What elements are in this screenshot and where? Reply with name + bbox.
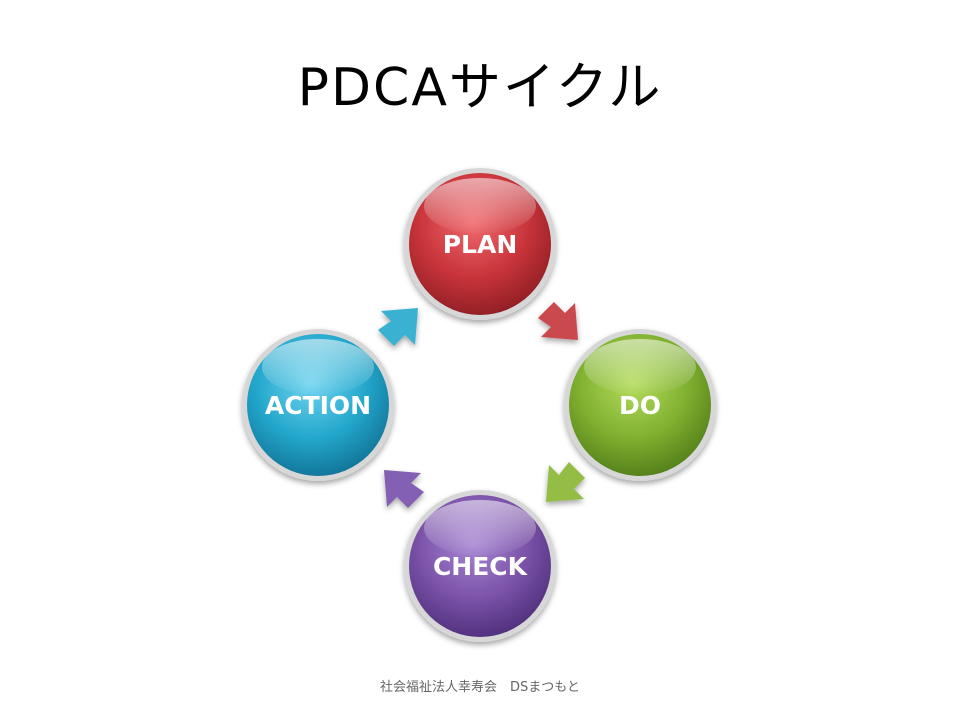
node-check: CHECK — [404, 490, 556, 642]
node-action-label: ACTION — [265, 391, 371, 420]
node-action: ACTION — [242, 329, 394, 481]
arrow-action-to-plan — [378, 308, 418, 346]
node-plan: PLAN — [404, 168, 556, 320]
arrow-action-to-plan-shape — [378, 308, 418, 346]
footer-credit: 社会福祉法人幸寿会 DSまつもと — [379, 680, 580, 695]
arrow-check-to-action — [384, 470, 424, 508]
node-do-label: DO — [619, 391, 661, 420]
slide-title: PDCAサイクル — [297, 58, 663, 118]
arrow-plan-to-do-shape — [538, 302, 578, 340]
node-do: DO — [564, 329, 716, 481]
arrow-do-to-check — [546, 462, 585, 502]
arrow-check-to-action-shape — [384, 470, 424, 508]
node-plan-label: PLAN — [443, 230, 518, 259]
node-check-label: CHECK — [433, 552, 529, 581]
arrow-plan-to-do — [538, 302, 578, 340]
node-check-gloss — [424, 500, 536, 556]
node-do-gloss — [584, 339, 696, 395]
node-action-gloss — [262, 339, 374, 395]
arrow-do-to-check-shape — [546, 462, 585, 502]
node-plan-gloss — [424, 178, 536, 234]
